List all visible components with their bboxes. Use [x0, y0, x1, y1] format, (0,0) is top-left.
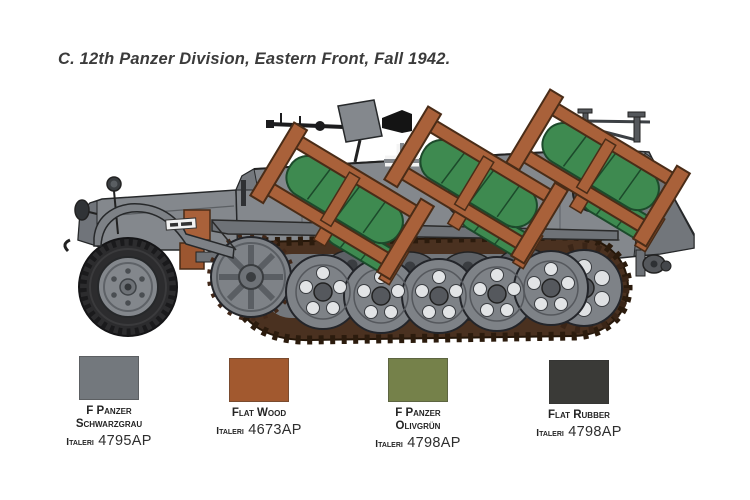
paint-brand: Italeri [375, 439, 403, 450]
road-wheels-front-row [285, 250, 589, 334]
license-plate [165, 217, 197, 231]
paint-chip [388, 358, 448, 402]
paint-number: 4798AP [568, 424, 622, 440]
paint-name: Flat Wood [231, 407, 287, 419]
paint-number: 4673AP [248, 422, 302, 438]
paint-chip [549, 360, 609, 404]
paint-name: Flat Rubber [548, 409, 610, 421]
front-wheel [78, 237, 178, 337]
headlight-arm [88, 211, 98, 215]
track-assembly [207, 231, 633, 345]
headlight [74, 199, 90, 221]
paint-code: Italeri 4798AP [499, 423, 659, 441]
fender-front-edge [211, 220, 237, 251]
track-cleats [227, 231, 633, 345]
paint-number: 4795AP [98, 433, 152, 449]
paint-code: Italeri 4673AP [179, 421, 339, 439]
paint-brand: Italeri [66, 437, 94, 448]
paint-chip [79, 356, 139, 400]
butt-stock [382, 110, 412, 133]
paint-code: Italeri 4798AP [338, 434, 498, 452]
mg34-machine-gun [266, 99, 412, 163]
paint-swatch: Flat Wood Italeri 4673AP [179, 358, 339, 439]
paint-number: 4798AP [407, 435, 461, 451]
paint-swatch: Flat Rubber Italeri 4798AP [499, 360, 659, 441]
vision-slit [241, 180, 246, 206]
front-fender [93, 203, 235, 259]
scheme-title: C. 12th Panzer Division, Eastern Front, … [58, 50, 451, 68]
paint-name: F Panzer [86, 405, 132, 417]
front-tow-hook [63, 238, 71, 253]
paint-brand: Italeri [536, 428, 564, 439]
paint-name: F Panzer [395, 407, 441, 419]
paint-brand: Italeri [216, 426, 244, 437]
paint-code: Italeri 4795AP [29, 432, 189, 450]
paint-chip [229, 358, 289, 402]
rear-tow-hitch [635, 249, 672, 277]
paint-swatch: F Panzer Schwarzgrau Italeri 4795AP [29, 356, 189, 450]
paint-swatch: F Panzer Olivgrün Italeri 4798AP [338, 358, 498, 452]
gun-shield [337, 99, 383, 143]
paint-name: Olivgrün [395, 420, 441, 432]
paint-name: Schwarzgrau [75, 418, 143, 430]
